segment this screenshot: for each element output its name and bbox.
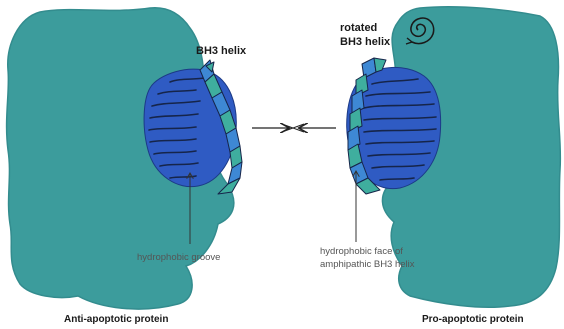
anti-apoptotic-caption: Anti-apoptotic protein [64, 314, 168, 325]
right-helix-label-line1: rotated [340, 22, 377, 34]
hydrophobic-groove-label: hydrophobic groove [137, 252, 220, 263]
hydrophobic-face-label-line2: amphipathic BH3 helix [320, 259, 415, 270]
hydrophobic-face-label-line1: hydrophobic face of [320, 246, 403, 257]
double-arrow-icon [252, 124, 336, 132]
pro-apoptotic-caption: Pro-apoptotic protein [422, 314, 524, 325]
left-bh3-helix-label: BH3 helix [196, 45, 247, 57]
right-helix-label-line2: BH3 helix [340, 36, 391, 48]
